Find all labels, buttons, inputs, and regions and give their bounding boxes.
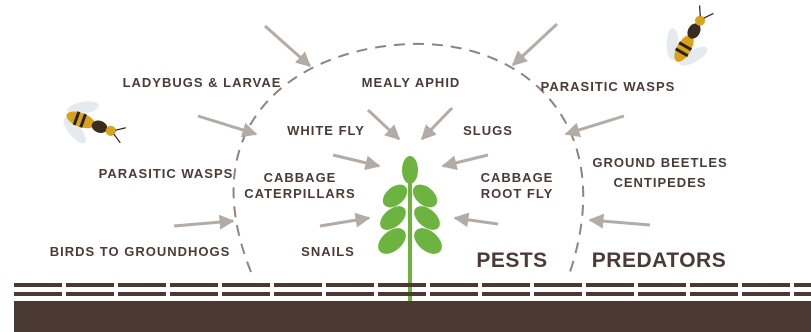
soil-line <box>14 292 811 296</box>
label-white-fly: WHITE FLY <box>287 123 365 139</box>
label-mealy-aphid: MEALY APHID <box>362 75 461 91</box>
arrow-icon <box>333 155 379 166</box>
label-centipedes: CENTIPEDES <box>613 175 706 191</box>
arrow-icon <box>590 220 650 225</box>
label-snails: SNAILS <box>301 244 355 260</box>
arrow-icon <box>198 116 256 134</box>
predators-heading: PREDATORS <box>592 249 726 273</box>
arrow-icon <box>265 26 310 66</box>
label-parasitic-wasps-left: PARASITIC WASPS <box>99 166 234 182</box>
label-ground-beetles: GROUND BEETLES <box>592 155 727 171</box>
label-ladybugs-larvae: LADYBUGS & LARVAE <box>123 75 282 91</box>
arrow-icon <box>455 218 498 224</box>
label-line: CABBAGE <box>244 170 355 186</box>
label-slugs: SLUGS <box>463 123 513 139</box>
label-cabbage-root-fly: CABBAGE ROOT FLY <box>481 170 554 202</box>
arrow-icon <box>566 116 624 134</box>
label-cabbage-caterpillars: CABBAGE CATERPILLARS <box>244 170 355 202</box>
label-line: CABBAGE <box>481 170 554 186</box>
arrow-icon <box>320 218 369 226</box>
arrow-icon <box>174 221 233 226</box>
label-birds-to-groundhogs: BIRDS TO GROUNDHOGS <box>50 244 231 260</box>
label-line: ROOT FLY <box>481 186 554 202</box>
wasp-icon <box>653 0 729 77</box>
arrow-icon <box>513 24 557 65</box>
pests-heading: PESTS <box>476 249 547 273</box>
soil-ground <box>14 301 811 332</box>
soil-line <box>14 283 811 287</box>
arrow-icon <box>443 155 488 166</box>
arrow-icon <box>422 108 452 139</box>
label-parasitic-wasps-right: PARASITIC WASPS <box>541 79 676 95</box>
label-line: CATERPILLARS <box>244 186 355 202</box>
arrow-icon <box>368 110 399 139</box>
wasp-icon <box>54 90 131 159</box>
